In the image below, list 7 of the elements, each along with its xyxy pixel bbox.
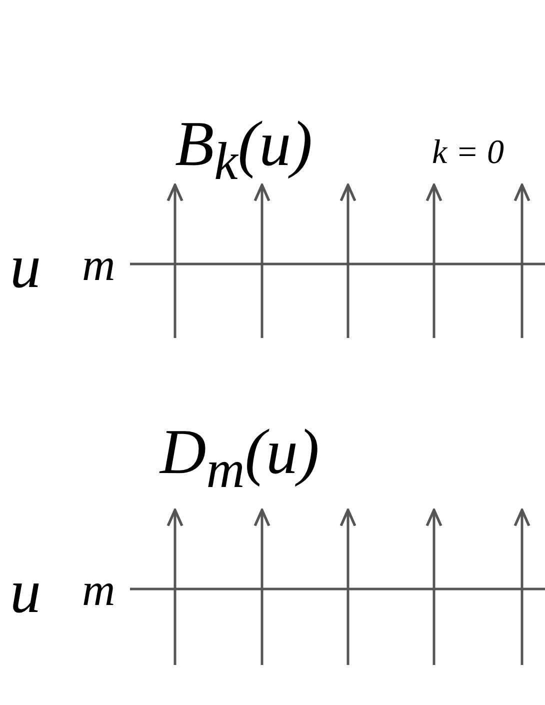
row-index-label: m bbox=[82, 567, 116, 613]
operator-label: D$_{m}$(u) bbox=[160, 420, 320, 496]
operator-label: B$_{k}$(u) bbox=[175, 112, 312, 188]
spectral-parameter-label: u bbox=[10, 561, 41, 623]
parameter-label: k = 0 bbox=[432, 136, 504, 170]
spectral-parameter-label: u bbox=[10, 236, 41, 298]
row-index-label: m bbox=[82, 242, 116, 288]
